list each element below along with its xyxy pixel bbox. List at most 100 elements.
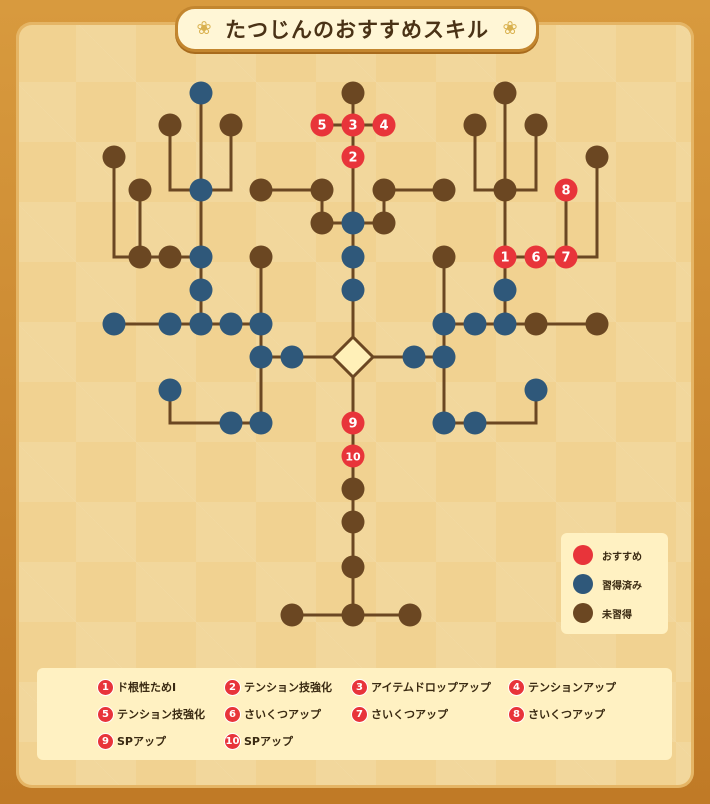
- skill-node-number: 4: [379, 119, 388, 134]
- skill-node-learned[interactable]: [341, 245, 365, 269]
- skill-node-unlearned[interactable]: [128, 178, 152, 202]
- skill-node-learned[interactable]: [341, 211, 365, 235]
- skill-node-unlearned[interactable]: [493, 178, 517, 202]
- skill-node-recommended[interactable]: 10: [341, 444, 365, 468]
- skill-node-unlearned[interactable]: [219, 113, 243, 137]
- skill-node-circle: [189, 312, 213, 336]
- skill-node-learned[interactable]: [463, 411, 487, 435]
- skill-node-learned[interactable]: [341, 278, 365, 302]
- skill-node-unlearned[interactable]: [585, 145, 609, 169]
- skill-node-learned[interactable]: [402, 345, 426, 369]
- skill-node-learned[interactable]: [249, 411, 273, 435]
- skill-node-circle: [341, 145, 365, 169]
- skill-node-unlearned[interactable]: [432, 178, 456, 202]
- skill-node-learned[interactable]: [249, 312, 273, 336]
- skill-node-unlearned[interactable]: [249, 245, 273, 269]
- skill-node-recommended[interactable]: 8: [554, 178, 578, 202]
- skill-node-learned[interactable]: [158, 378, 182, 402]
- skill-node-circle: [249, 312, 273, 336]
- skill-node-unlearned[interactable]: [524, 113, 548, 137]
- skill-node-circle: [372, 178, 396, 202]
- skill-node-unlearned[interactable]: [524, 312, 548, 336]
- rec-item-1: 1 ド根性ためI: [97, 678, 176, 696]
- skill-node-recommended[interactable]: 4: [372, 113, 396, 137]
- skill-node-learned[interactable]: [219, 312, 243, 336]
- skill-node-unlearned[interactable]: [128, 245, 152, 269]
- skill-node-learned[interactable]: [493, 312, 517, 336]
- skill-node-unlearned[interactable]: [372, 178, 396, 202]
- skill-node-learned[interactable]: [189, 178, 213, 202]
- swirl-ornament-right-icon: ❀: [502, 18, 518, 39]
- skill-node-unlearned[interactable]: [341, 477, 365, 501]
- skill-node-learned[interactable]: [189, 245, 213, 269]
- skill-node-learned[interactable]: [189, 312, 213, 336]
- skill-node-unlearned[interactable]: [310, 178, 334, 202]
- skill-node-unlearned[interactable]: [102, 145, 126, 169]
- skill-node-recommended[interactable]: 2: [341, 145, 365, 169]
- skill-node-number: 2: [348, 151, 357, 166]
- skill-node-circle: [219, 113, 243, 137]
- skill-node-learned[interactable]: [189, 278, 213, 302]
- skill-node-unlearned[interactable]: [249, 178, 273, 202]
- skill-node-learned[interactable]: [249, 345, 273, 369]
- skill-node-unlearned[interactable]: [280, 603, 304, 627]
- skill-node-recommended[interactable]: 7: [554, 245, 578, 269]
- legend-dot-recommended: [573, 545, 593, 565]
- skill-node-learned[interactable]: [219, 411, 243, 435]
- skill-node-circle: [554, 245, 578, 269]
- skill-node-circle: [341, 211, 365, 235]
- skill-node-recommended[interactable]: 6: [524, 245, 548, 269]
- skill-node-circle: [432, 411, 456, 435]
- tree-center: [330, 334, 376, 380]
- skill-node-circle: [341, 411, 365, 435]
- skill-node-learned[interactable]: [524, 378, 548, 402]
- rec-item-10: 10 SPアップ: [224, 732, 293, 750]
- skill-node-circle: [128, 245, 152, 269]
- skill-node-unlearned[interactable]: [158, 113, 182, 137]
- skill-node-recommended[interactable]: 3: [341, 113, 365, 137]
- skill-node-circle: [341, 603, 365, 627]
- skill-node-circle: [341, 510, 365, 534]
- skill-node-circle: [128, 178, 152, 202]
- skill-node-learned[interactable]: [280, 345, 304, 369]
- skill-node-unlearned[interactable]: [493, 81, 517, 105]
- skill-node-unlearned[interactable]: [432, 245, 456, 269]
- skill-node-unlearned[interactable]: [398, 603, 422, 627]
- skill-node-unlearned[interactable]: [585, 312, 609, 336]
- skill-node-unlearned[interactable]: [341, 510, 365, 534]
- skill-node-circle: [463, 113, 487, 137]
- skill-node-unlearned[interactable]: [372, 211, 396, 235]
- skill-node-learned[interactable]: [102, 312, 126, 336]
- skill-node-unlearned[interactable]: [463, 113, 487, 137]
- skill-node-circle: [341, 278, 365, 302]
- rec-label: テンション技強化: [117, 708, 205, 721]
- tree-connection: [566, 157, 599, 259]
- skill-node-circle: [280, 603, 304, 627]
- rec-label: さいくつアップ: [371, 708, 448, 721]
- rec-item-4: 4 テンションアップ: [508, 678, 616, 696]
- skill-node-recommended[interactable]: 1: [493, 245, 517, 269]
- skill-node-learned[interactable]: [432, 411, 456, 435]
- title-plate: ❀ たつじんのおすすめスキル ❀: [175, 6, 539, 52]
- skill-node-learned[interactable]: [493, 278, 517, 302]
- skill-node-learned[interactable]: [432, 345, 456, 369]
- skill-node-circle: [249, 245, 273, 269]
- skill-node-unlearned[interactable]: [341, 555, 365, 579]
- skill-node-unlearned[interactable]: [310, 211, 334, 235]
- skill-node-unlearned[interactable]: [158, 245, 182, 269]
- skill-node-circle: [554, 178, 578, 202]
- skill-node-circle: [189, 278, 213, 302]
- skill-node-circle: [432, 312, 456, 336]
- skill-node-recommended[interactable]: 9: [341, 411, 365, 435]
- skill-node-unlearned[interactable]: [341, 603, 365, 627]
- skill-node-recommended[interactable]: 5: [310, 113, 334, 137]
- skill-node-learned[interactable]: [463, 312, 487, 336]
- skill-node-circle: [219, 312, 243, 336]
- rec-number-badge: 5: [97, 705, 114, 723]
- skill-node-learned[interactable]: [432, 312, 456, 336]
- skill-node-learned[interactable]: [189, 81, 213, 105]
- skill-node-learned[interactable]: [158, 312, 182, 336]
- skill-node-unlearned[interactable]: [341, 81, 365, 105]
- center-diamond-icon: [330, 334, 376, 380]
